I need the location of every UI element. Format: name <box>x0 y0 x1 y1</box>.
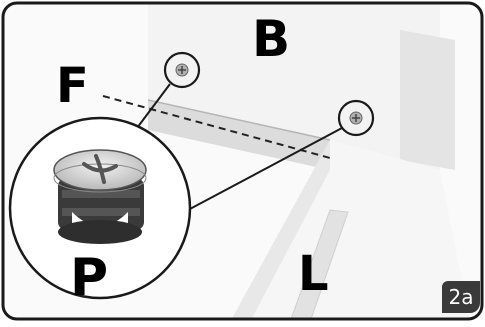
screw-hole-left <box>163 51 201 89</box>
cam-lock-detail <box>8 116 192 300</box>
screw-hole-right <box>337 99 375 137</box>
leader-line-right <box>187 127 343 211</box>
panel-b-bottom-edge <box>148 100 330 170</box>
panel-l-side <box>230 140 330 319</box>
panel-b <box>148 3 440 170</box>
step-badge: 2a <box>442 281 480 313</box>
panel-l-groove <box>289 209 349 319</box>
label-panel-b: B <box>252 10 290 68</box>
panel-b-edge <box>400 30 455 170</box>
panel-edge-line <box>147 99 331 141</box>
figure-frame <box>1 1 484 321</box>
label-panel-l: L <box>298 246 329 302</box>
alignment-dashed-line <box>102 95 331 159</box>
label-fitting-f: F <box>56 58 89 114</box>
label-cam-lock-p: P <box>70 248 108 308</box>
panel-l <box>230 140 470 319</box>
